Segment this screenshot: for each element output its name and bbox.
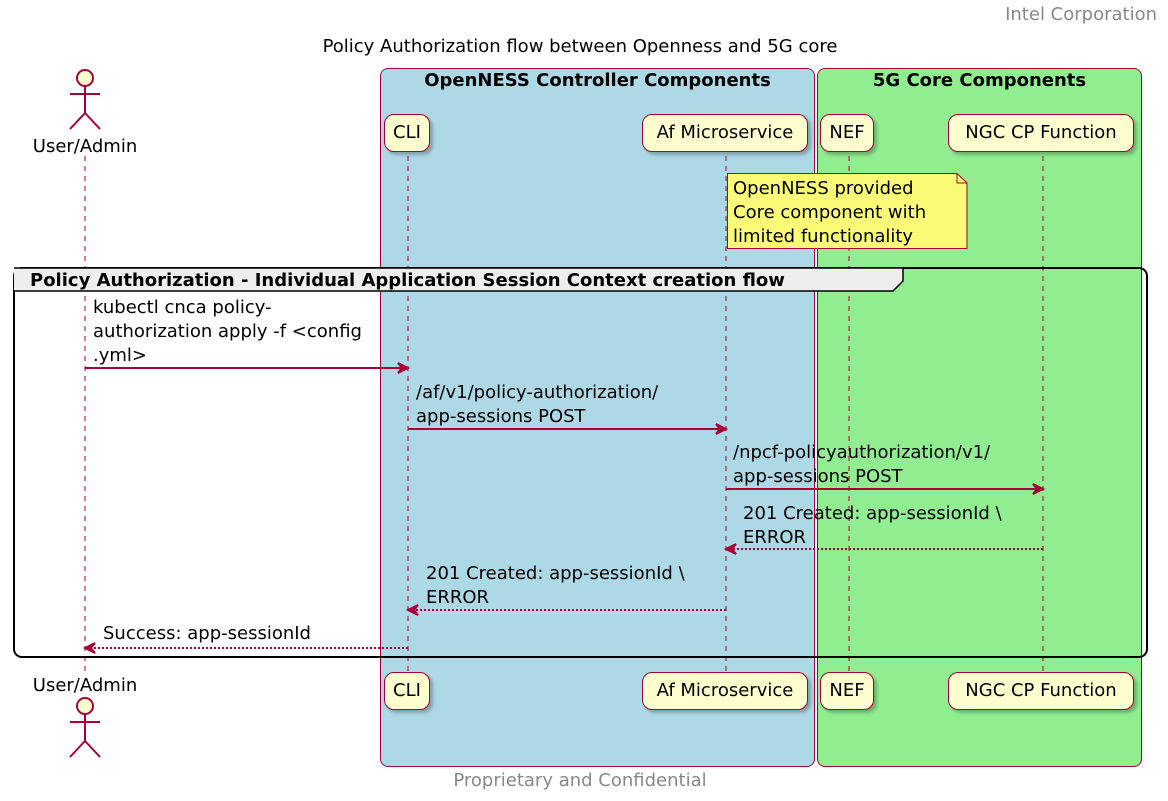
header-text: Intel Corporation: [1005, 4, 1157, 25]
core-box-title: 5G Core Components: [872, 70, 1087, 91]
participant-nef-top: NEF: [820, 114, 874, 152]
note-shape: [727, 173, 968, 249]
arrowhead-6: [82, 642, 96, 654]
diagram-title: Policy Authorization flow between Openne…: [322, 36, 838, 57]
note: OpenNESS provided Core component with li…: [727, 173, 968, 249]
actor-icon-top: [69, 69, 101, 130]
arrowhead-3: [1032, 483, 1046, 495]
message-3-label: /npcf-policyauthorization/v1/ app-sessio…: [733, 442, 991, 487]
message-5-label: 201 Created: app-sessionId \ ERROR: [426, 563, 685, 608]
actor-icon-bottom: [69, 697, 101, 758]
message-6-label: Success: app-sessionId: [103, 623, 311, 644]
participant-cli-bottom: CLI: [384, 672, 430, 710]
footer-text: Proprietary and Confidential: [453, 770, 707, 791]
participant-ngc-bottom: NGC CP Function: [948, 672, 1134, 710]
arrowhead-2: [715, 423, 729, 435]
message-2-label: /af/v1/policy-authorization/ app-session…: [416, 382, 659, 427]
arrowhead-1: [397, 362, 411, 374]
openness-box-title: OpenNESS Controller Components: [424, 70, 771, 91]
message-4-label: 201 Created: app-sessionId \ ERROR: [743, 503, 1002, 548]
return-arrows: [82, 543, 1043, 654]
participant-cli-top: CLI: [384, 114, 430, 152]
actor-label-top: User/Admin: [32, 136, 138, 157]
group-label: Policy Authorization - Individual Applic…: [30, 270, 785, 291]
actor-label-bottom: User/Admin: [32, 675, 138, 696]
participant-ngc-top: NGC CP Function: [948, 114, 1134, 152]
lifelines: [84, 156, 1044, 676]
message-1-label: kubectl cnca policy- authorization apply…: [93, 297, 362, 366]
core-box: 5G Core Components: [817, 68, 1142, 767]
message-arrows: [85, 362, 1046, 495]
participant-af-bottom: Af Microservice: [642, 672, 808, 710]
participant-nef-bottom: NEF: [820, 672, 874, 710]
participant-af-top: Af Microservice: [642, 114, 808, 152]
arrowhead-4: [723, 543, 737, 555]
group-frame: [13, 267, 1148, 658]
note-text: OpenNESS provided Core component with li…: [733, 178, 927, 247]
arrowhead-5: [405, 604, 419, 616]
